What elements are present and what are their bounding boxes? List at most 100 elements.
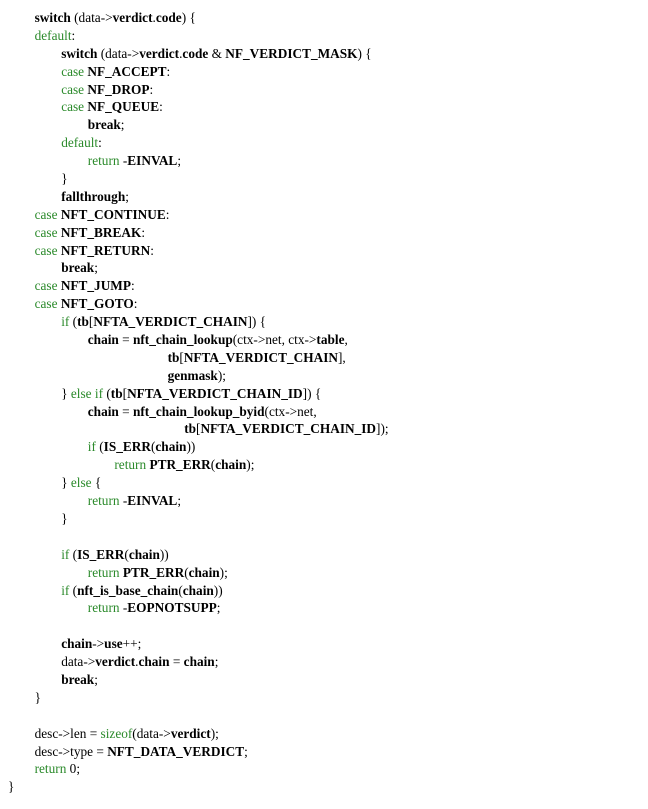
code-line: fallthrough;: [8, 188, 389, 206]
code-text: [8, 421, 184, 436]
code-identifier: NFTA_VERDICT_CHAIN_ID: [127, 385, 303, 401]
code-text: ;: [177, 153, 182, 169]
code-text: [8, 404, 88, 419]
code-text: [8, 46, 61, 61]
code-listing: switch (data->verdict.code) { default: s…: [8, 9, 389, 796]
code-line: return PTR_ERR(chain);: [8, 564, 389, 582]
code-text: [8, 565, 88, 580]
code-keyword: case: [61, 63, 85, 79]
code-text: .: [152, 10, 156, 25]
code-identifier: chain: [188, 564, 220, 580]
code-text: 0;: [66, 761, 81, 777]
code-text: (: [103, 385, 111, 401]
code-identifier: chain: [155, 439, 187, 455]
code-text: [8, 28, 35, 43]
code-text: -: [119, 493, 128, 509]
code-identifier: use: [104, 636, 123, 652]
code-keyword: return: [114, 457, 147, 473]
code-line: }: [8, 510, 389, 528]
code-text: )): [159, 546, 169, 562]
code-text: (data->: [70, 10, 113, 25]
code-text: [8, 457, 114, 472]
code-identifier: nft_is_base_chain: [77, 582, 179, 598]
code-text: [8, 153, 88, 168]
code-line: [8, 707, 389, 725]
code-text: ) {: [357, 45, 372, 61]
code-keyword: if: [61, 546, 70, 562]
code-line: return -EOPNOTSUPP;: [8, 599, 389, 617]
code-identifier: chain: [138, 654, 170, 670]
code-text: [8, 10, 35, 25]
code-identifier: NFT_JUMP: [60, 278, 131, 294]
code-text: );: [246, 457, 255, 473]
code-line: tb[NFTA_VERDICT_CHAIN_ID]);: [8, 420, 388, 438]
code-line: }: [8, 689, 389, 707]
code-keyword: case: [34, 242, 58, 258]
code-line: case NF_ACCEPT:: [8, 63, 389, 81]
code-text: :: [165, 206, 170, 222]
code-text: [8, 296, 35, 311]
code-text: [8, 761, 35, 776]
code-line: if (IS_ERR(chain)): [8, 546, 389, 564]
code-line: switch (data->verdict.code & NF_VERDICT_…: [8, 45, 389, 63]
code-line: }: [8, 170, 389, 188]
code-keyword: case: [34, 296, 58, 312]
code-line: return -EINVAL;: [8, 492, 389, 510]
code-line: case NFT_JUMP:: [8, 277, 389, 295]
code-line: } else if (tb[NFTA_VERDICT_CHAIN_ID]) {: [8, 385, 389, 403]
code-line: [8, 528, 389, 546]
code-text: ;: [125, 188, 129, 204]
code-text: :: [149, 81, 154, 97]
code-identifier: code: [182, 45, 209, 61]
code-text: desc->len =: [8, 725, 101, 741]
code-text: );: [217, 367, 226, 383]
code-keyword: return: [34, 761, 67, 777]
code-text: desc->type =: [8, 743, 108, 759]
code-identifier: chain: [87, 403, 119, 419]
code-line: break;: [8, 259, 389, 277]
code-keyword: else: [70, 475, 92, 491]
code-line: }: [8, 778, 389, 796]
code-identifier: tb: [77, 314, 89, 330]
code-text: :: [150, 242, 154, 258]
code-line: case NFT_RETURN:: [8, 242, 389, 260]
code-line: } else {: [8, 474, 389, 492]
code-identifier: EINVAL: [127, 493, 178, 509]
code-identifier: switch: [61, 45, 98, 61]
code-text: -: [119, 600, 128, 616]
code-line: break;: [8, 116, 389, 134]
code-identifier: chain: [128, 546, 160, 562]
code-identifier: NFT_RETURN: [60, 242, 151, 258]
code-identifier: break: [87, 117, 121, 133]
code-text: [8, 64, 61, 79]
code-text: [8, 135, 61, 150]
code-line: default:: [8, 27, 389, 45]
code-identifier: NF_QUEUE: [87, 99, 160, 115]
code-identifier: verdict: [112, 10, 153, 25]
code-line: [8, 617, 389, 635]
code-text: }: [8, 779, 15, 795]
code-identifier: genmask: [167, 367, 218, 383]
code-text: [8, 82, 61, 97]
code-identifier: code: [155, 10, 182, 25]
code-text: }: [8, 510, 68, 526]
code-keyword: return: [87, 153, 120, 169]
code-keyword: if: [61, 582, 70, 598]
code-text: :: [159, 99, 163, 115]
code-identifier: chain: [183, 654, 215, 670]
code-line: case NF_DROP:: [8, 81, 389, 99]
code-line: case NFT_BREAK:: [8, 224, 389, 242]
code-line: genmask);: [8, 367, 389, 385]
code-identifier: EOPNOTSUPP: [127, 600, 217, 616]
code-line: case NF_QUEUE:: [8, 98, 389, 116]
code-identifier: EINVAL: [127, 153, 178, 169]
code-text: }: [8, 689, 41, 705]
code-text: (: [124, 546, 129, 562]
code-text: [8, 583, 61, 598]
code-line: desc->type = NFT_DATA_VERDICT;: [8, 743, 389, 761]
code-text: (: [210, 457, 216, 473]
code-text: =: [169, 654, 184, 670]
code-line: tb[NFTA_VERDICT_CHAIN],: [8, 349, 389, 367]
code-text: [8, 278, 35, 293]
code-text: [: [196, 421, 201, 437]
